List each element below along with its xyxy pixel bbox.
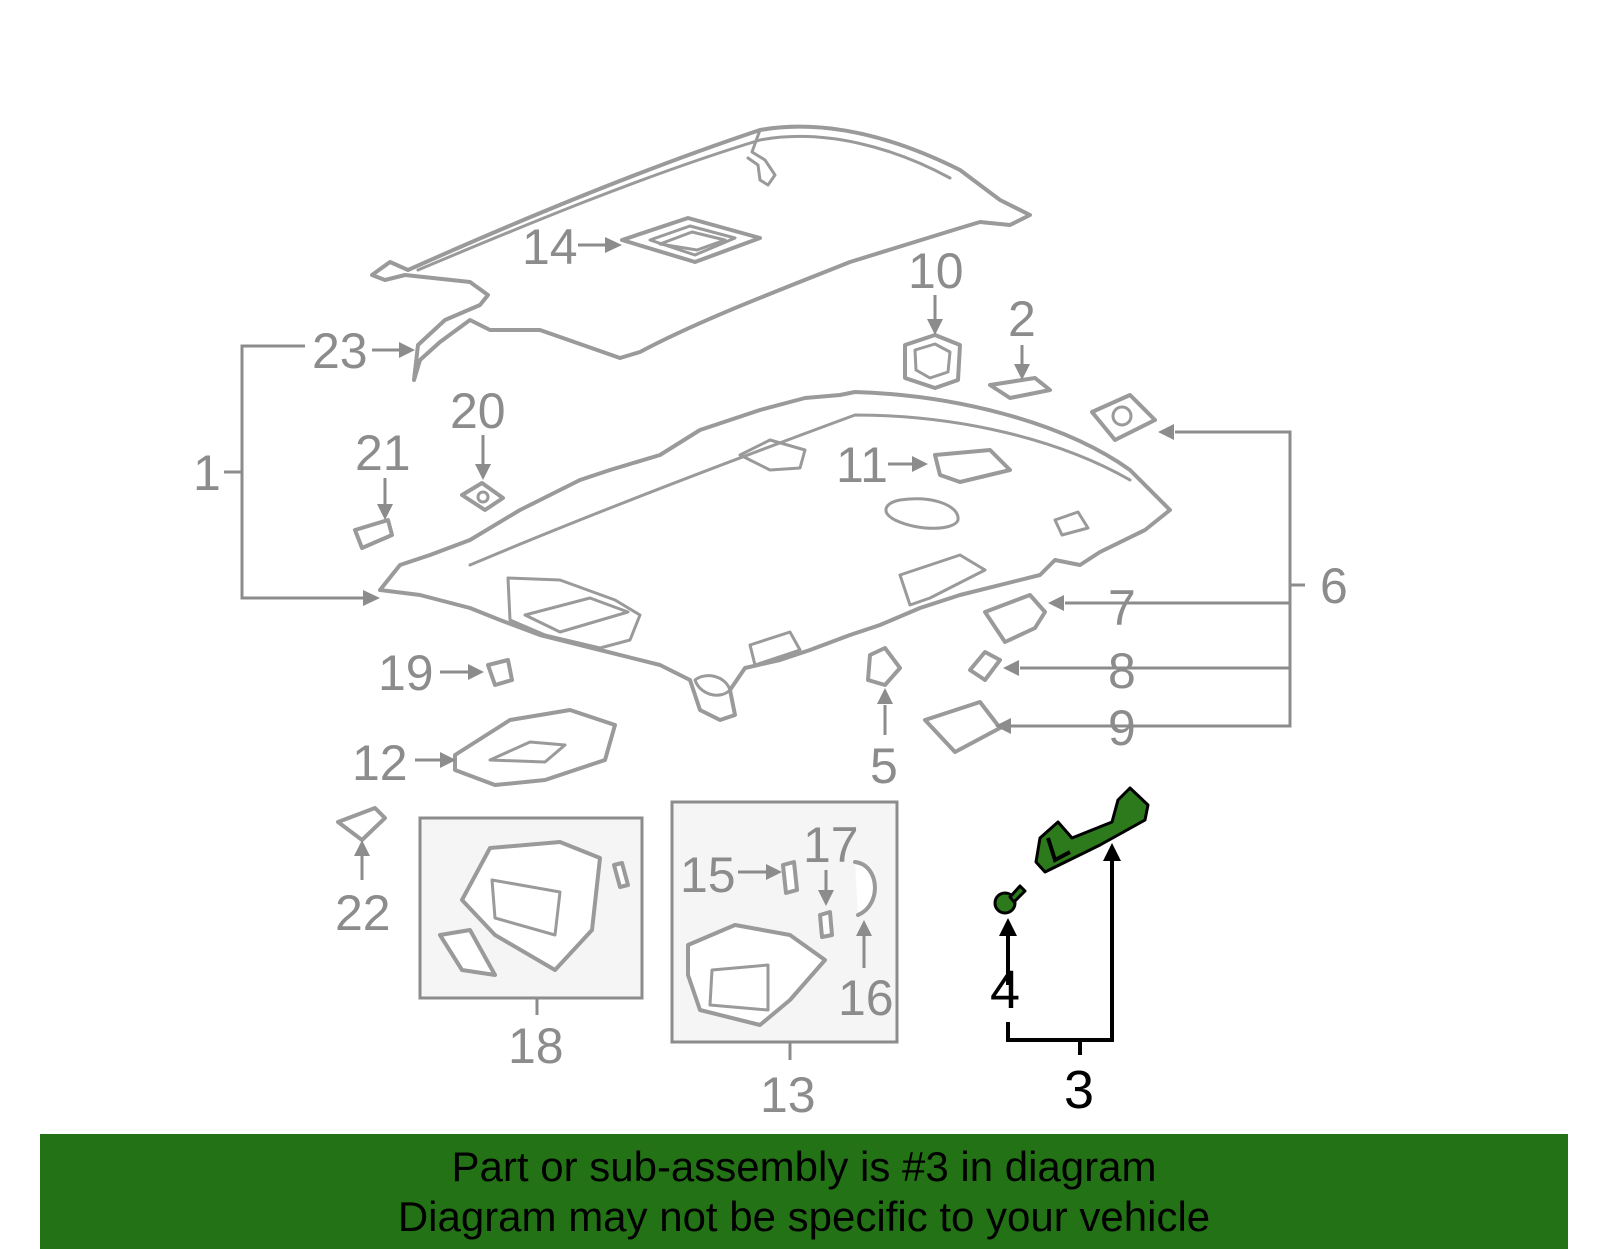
box-18 [418, 816, 644, 1000]
roof-panel [370, 124, 1032, 382]
callout-20: 20 [450, 383, 506, 439]
callout-14: 14 [522, 219, 578, 275]
part-20 [460, 481, 505, 512]
callout-13: 13 [760, 1067, 816, 1123]
banner-line-1: Part or sub-assembly is #3 in diagram [451, 1142, 1157, 1190]
callout-10: 10 [908, 243, 964, 299]
callout-7: 7 [1108, 580, 1136, 636]
callout-6: 6 [1320, 558, 1348, 614]
callout-9: 9 [1108, 700, 1136, 756]
part-10 [903, 333, 962, 390]
callout-21: 21 [355, 425, 411, 481]
part-5 [866, 646, 902, 687]
callout-3: 3 [1064, 1060, 1094, 1120]
callout-8: 8 [1108, 643, 1136, 699]
part-19 [486, 658, 514, 687]
callout-22: 22 [335, 885, 391, 941]
part-22 [336, 806, 387, 842]
box-13 [670, 800, 899, 1044]
part-12 [453, 708, 617, 787]
callout-18: 18 [508, 1018, 564, 1074]
part-11 [933, 448, 1012, 484]
banner-line-2: Diagram may not be specific to your vehi… [397, 1192, 1211, 1240]
part-7 [983, 593, 1047, 644]
callout-15: 15 [680, 847, 736, 903]
callout-5: 5 [870, 738, 898, 794]
part-2 [988, 376, 1052, 400]
part-6-top [1090, 393, 1157, 442]
part-8 [968, 650, 1002, 682]
callout-17: 17 [803, 817, 859, 873]
callout-16: 16 [838, 970, 894, 1026]
callout-labels: 1 2 5 6 7 8 9 10 11 12 13 14 15 16 17 18… [193, 219, 1348, 1123]
callout-12: 12 [352, 735, 408, 791]
callout-11: 11 [836, 437, 888, 493]
callout-1: 1 [193, 445, 221, 501]
callout-2: 2 [1008, 291, 1036, 347]
highlight-leaders [999, 843, 1121, 1055]
part-3-grab-handle [1034, 786, 1150, 874]
part-21 [353, 518, 394, 550]
part-4-screw [993, 884, 1027, 915]
leaders [224, 237, 1305, 1060]
callout-4: 4 [990, 960, 1020, 1020]
part-9 [923, 700, 1002, 754]
callout-19: 19 [378, 645, 434, 701]
callout-23: 23 [312, 323, 368, 379]
info-banner: Part or sub-assembly is #3 in diagram Di… [40, 1134, 1568, 1249]
